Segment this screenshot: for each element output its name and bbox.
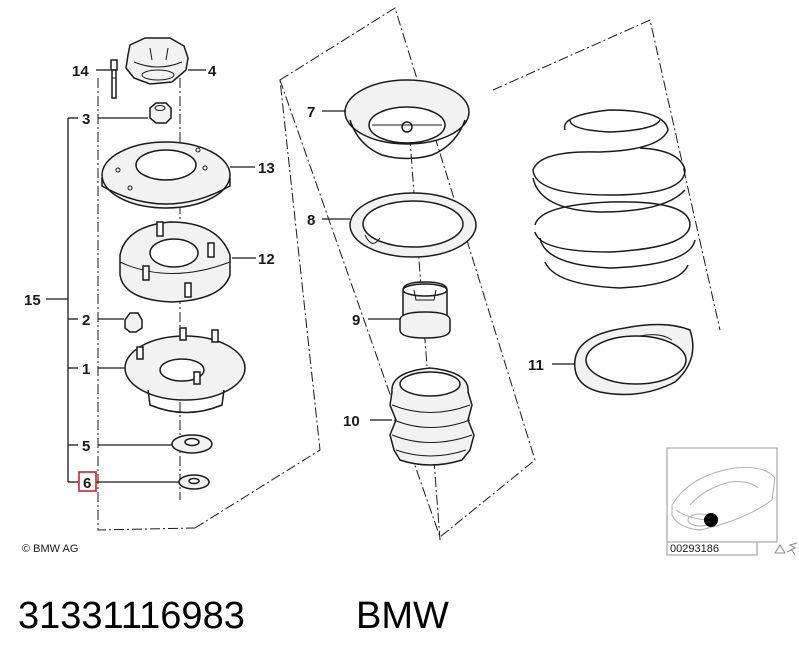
callout-15: 15: [24, 292, 41, 309]
leader-lines: [46, 69, 574, 483]
vehicle-locator-inset: 00293186: [666, 447, 798, 556]
part-12-mount-plate: [119, 221, 231, 303]
part-3-nut: [149, 102, 172, 124]
part-11-lower-spring-pad: [573, 323, 694, 396]
part-2-small-nut: [124, 312, 143, 333]
part-number: 31331116983: [18, 595, 245, 637]
frame-middle: [279, 7, 536, 538]
part-14-bolt: [110, 59, 118, 99]
diagram-number: 00293186: [670, 543, 719, 555]
part-8-isolator-ring: [349, 192, 477, 258]
callout-6[interactable]: 6: [83, 475, 91, 492]
callout-8: 8: [307, 212, 315, 229]
callout-3: 3: [82, 111, 90, 128]
part-6-small-washer: [178, 474, 210, 490]
callout-4: 4: [208, 63, 217, 80]
callout-10: 10: [343, 413, 360, 430]
part-4-cap: [125, 37, 189, 85]
location-marker-icon: [704, 513, 718, 527]
callout-12: 12: [258, 251, 275, 268]
callout-9: 9: [352, 312, 360, 329]
callout-5: 5: [82, 438, 90, 455]
callout-2: 2: [82, 312, 90, 329]
corner-arrow-icon: [786, 542, 798, 556]
frame-left-right-edge: [194, 79, 321, 529]
part-9-bump-stop: [399, 281, 451, 339]
copyright-text: © BMW AG: [22, 543, 78, 555]
triangle-icon: [774, 544, 786, 554]
callout-7: 7: [307, 104, 315, 121]
part-5-washer: [171, 434, 213, 454]
part-10-protective-boot: [389, 367, 475, 466]
part-13-plate: [101, 141, 231, 209]
frame-left-bracket: [97, 78, 196, 531]
frame-right: [492, 19, 721, 331]
callout-11: 11: [528, 357, 544, 374]
callout-labels: 14 4 3 13 12 15 2 1 5 6 7 8 9 10 11: [24, 63, 544, 492]
callout-6-highlight: [78, 471, 97, 492]
part-7-upper-spring-seat: [344, 79, 470, 160]
callout-13: 13: [258, 160, 275, 177]
part-1-strut-bearing: [124, 327, 246, 414]
callout-14: 14: [72, 63, 89, 80]
coil-spring: [532, 109, 696, 289]
callout-1: 1: [82, 361, 90, 378]
brand-name: BMW: [356, 595, 449, 637]
